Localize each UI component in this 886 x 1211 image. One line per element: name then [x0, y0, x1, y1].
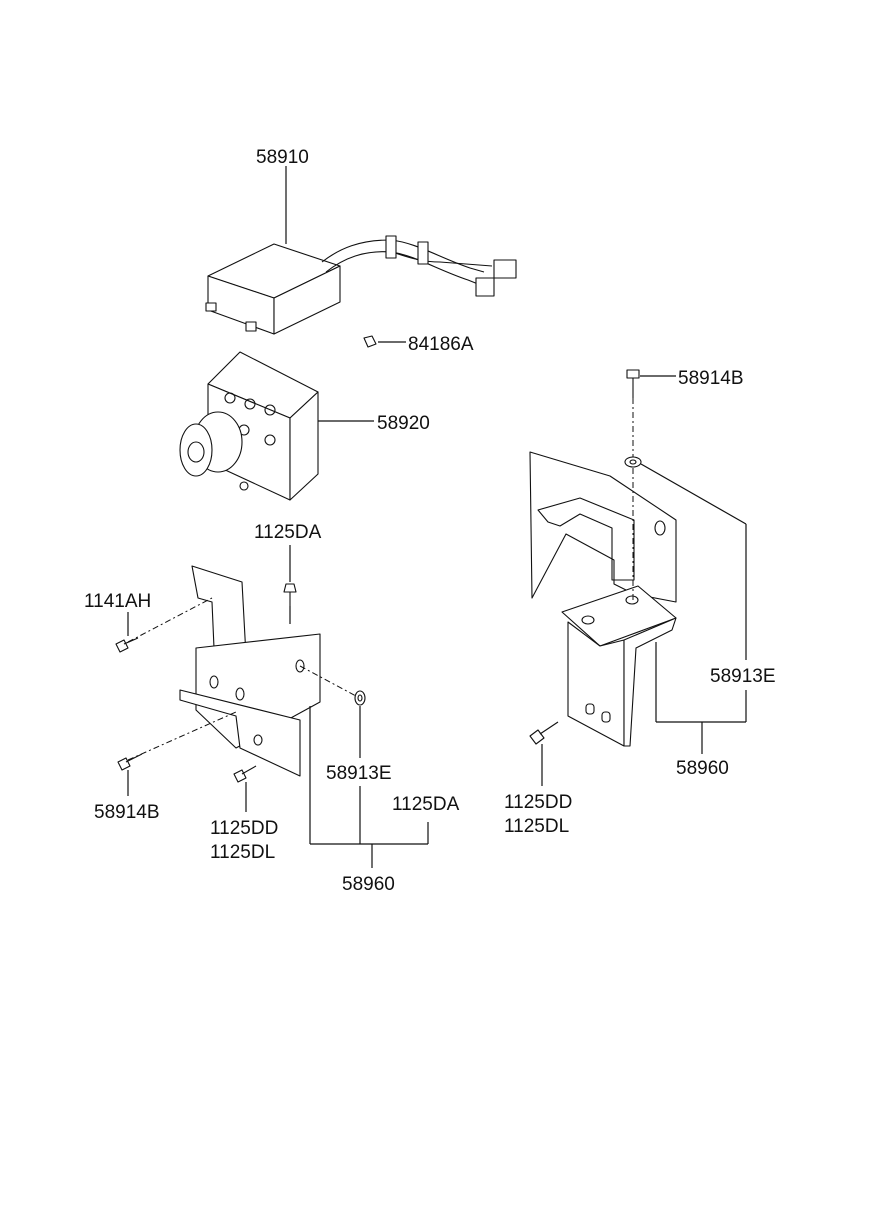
- bolt-1125da-label: 1125DA: [254, 522, 322, 543]
- bolt-1125dd-right: [529, 721, 559, 786]
- bolt-1141ah-label: 1141AH: [84, 591, 151, 612]
- washer-58913e-left-label: 58913E: [326, 763, 392, 784]
- bolt-58914b-right: [626, 369, 676, 398]
- bolt-58914b-left-label: 58914B: [94, 802, 160, 823]
- washer-58913e-right: [624, 456, 747, 660]
- ecu-part-number: 58910: [256, 147, 309, 168]
- hecu-part-number: 58920: [377, 413, 430, 434]
- bracket-right-callout: [655, 642, 747, 754]
- bolt-58914b-right-label: 58914B: [678, 368, 744, 389]
- bolt-1141ah: [115, 612, 139, 653]
- bolt-58914b-left: [117, 753, 143, 796]
- clip-part-number: 84186A: [408, 334, 474, 355]
- bracket-right-58960: [529, 398, 677, 747]
- bolt-1125da-left: [283, 545, 297, 606]
- hecu-58920: [179, 351, 374, 501]
- bracket-left-callout: [309, 706, 429, 868]
- washer-58913e-left: [354, 690, 366, 758]
- bolt-1125dd-left-label: 1125DD: [210, 818, 278, 839]
- bolt-1125dl-left-label: 1125DL: [210, 842, 275, 863]
- bracket-left-label: 58960: [342, 874, 395, 895]
- bracket-right-label: 58960: [676, 758, 729, 779]
- bracket-left-58960: [127, 565, 357, 777]
- clip-84186a: [363, 335, 406, 348]
- bolt-1125dd-right-label: 1125DD: [504, 792, 572, 813]
- bolt-1125dd-left: [233, 765, 257, 812]
- bolt-1125da-left2-label: 1125DA: [392, 794, 460, 815]
- washer-58913e-right-label: 58913E: [710, 666, 776, 687]
- bolt-1125dl-right-label: 1125DL: [504, 816, 569, 837]
- ecu-module-58910: [205, 166, 517, 335]
